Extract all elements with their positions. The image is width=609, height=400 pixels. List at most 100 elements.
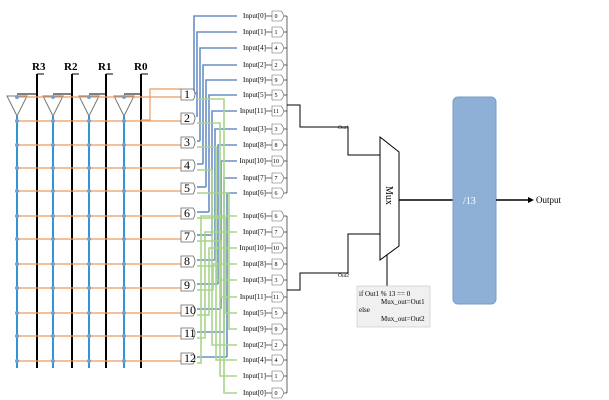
bottom-pin-label: Input[0]	[243, 389, 266, 397]
junction-dot	[51, 237, 55, 241]
mux-input-label: 7	[184, 229, 190, 243]
pin-gate-icon	[271, 339, 284, 351]
junction-dot	[15, 286, 19, 290]
top-pin-label: Input[10]	[240, 157, 266, 165]
junction-dot	[51, 189, 55, 193]
bottom-pin-label: Input[1]	[243, 372, 266, 380]
top-pin-label: Input[4]	[243, 44, 266, 52]
top-pin-11: Input[6]6	[243, 187, 287, 199]
mux-input-3: 3	[180, 135, 196, 149]
junction-dot	[15, 166, 19, 170]
divider-label: /13	[463, 196, 476, 207]
pin-gate-icon	[271, 105, 284, 117]
bottom-pin-number: 5	[275, 311, 278, 317]
top-pin-number: 6	[275, 191, 278, 197]
mux-input-label: 11	[184, 326, 196, 340]
pin-gate-icon	[271, 187, 284, 199]
top-pin-number: 2	[275, 63, 278, 69]
bottom-pin-5: Input[11]11	[240, 291, 287, 303]
mux-input-label: 9	[184, 278, 190, 292]
junction-dot	[87, 262, 91, 266]
bottom-pin-number: 9	[275, 327, 278, 333]
blue-bus-wire-8	[217, 144, 237, 284]
register-label-r2: R2	[64, 61, 78, 73]
pin-gate-icon	[271, 123, 284, 135]
top-pin-number: 8	[275, 143, 278, 149]
pin-gate-icon	[271, 172, 284, 184]
pin-gate-icon	[271, 89, 284, 101]
pin-gate-icon	[271, 42, 284, 54]
top-pin-number: 11	[273, 109, 279, 115]
bottom-pin-group: Input[6]6Input[7]7Input[10]10Input[8]8In…	[240, 210, 288, 399]
junction-dot	[122, 166, 126, 170]
mux-input-label: 2	[184, 111, 190, 125]
junction-dot	[15, 359, 19, 363]
junction-dot	[51, 262, 55, 266]
mux-input-1: 1	[180, 87, 196, 101]
top-pin-label: Input[8]	[243, 141, 266, 149]
bottom-pin-number: 7	[275, 230, 278, 236]
mux-input-box	[180, 352, 196, 365]
condition-note-box	[356, 285, 431, 328]
top-pin-number: 5	[275, 93, 278, 99]
junction-dot	[51, 95, 55, 99]
blue-bus-wire-4	[205, 79, 237, 187]
out-wiring	[287, 104, 388, 291]
junction-dot	[122, 334, 126, 338]
out1-wire	[287, 104, 380, 156]
junction-dot	[15, 311, 19, 315]
register-label-r0: R0	[134, 61, 148, 73]
green-bus-wire-8	[197, 169, 237, 346]
mux-input-7: 7	[180, 229, 196, 243]
mux-input-11: 11	[180, 326, 196, 340]
out1-label: Out1	[338, 125, 349, 131]
bottom-pin-label: Input[3]	[243, 276, 266, 284]
pin-gate-icon	[271, 307, 284, 319]
junction-dot	[87, 359, 91, 363]
top-pin-0: Input[0]0	[243, 10, 287, 22]
pin-gate-icon	[271, 10, 284, 22]
bottom-pin-label: Input[6]	[243, 212, 266, 220]
pin-gate-icon	[271, 26, 284, 38]
condition-line-1: if Out1 % 13 == 0	[359, 290, 411, 298]
pin-gate-icon	[271, 155, 284, 167]
top-pin-label: Input[11]	[240, 107, 266, 115]
register-label-r3: R3	[32, 61, 46, 73]
bottom-pin-label: Input[10]	[240, 244, 266, 252]
mux-input-label: 10	[184, 303, 196, 317]
blue-bus-wire-2	[199, 47, 237, 141]
mux-input-box	[180, 304, 196, 317]
junction-dot	[51, 143, 55, 147]
top-pin-6: Input[11] 11	[240, 105, 287, 117]
junction-dot	[51, 166, 55, 170]
top-pin-4: Input[9]9	[243, 74, 287, 86]
pin-gate-icon	[271, 274, 284, 286]
mux-input-2: 2	[180, 111, 196, 125]
bottom-pin-9: Input[4]4	[243, 354, 287, 366]
top-pin-label: Input[5]	[243, 91, 266, 99]
pin-gate-icon	[271, 258, 284, 270]
junction-dot	[87, 143, 91, 147]
junction-dot	[87, 334, 91, 338]
bus-wires	[193, 15, 237, 394]
top-pin-label: Input[0]	[243, 12, 266, 20]
mux-input-label: 3	[184, 135, 190, 149]
condition-line-3: else	[359, 306, 370, 314]
bottom-pin-number: 10	[273, 246, 279, 252]
junction-dot	[15, 334, 19, 338]
bottom-pin-label: Input[11]	[240, 293, 266, 301]
top-pin-number: 7	[275, 176, 278, 182]
bottom-pin-6: Input[5]5	[243, 307, 287, 319]
out2-wire	[287, 233, 380, 291]
green-bus-wire-2	[197, 247, 237, 316]
mux-input-box	[180, 327, 196, 340]
blue-bus-wire-1	[196, 31, 237, 117]
blue-bus-wire-5	[208, 94, 237, 212]
output-arrow-icon	[528, 197, 534, 203]
junction-dot	[51, 119, 55, 123]
junction-dot	[122, 214, 126, 218]
output-label: Output	[536, 195, 562, 205]
junction-dot	[51, 334, 55, 338]
